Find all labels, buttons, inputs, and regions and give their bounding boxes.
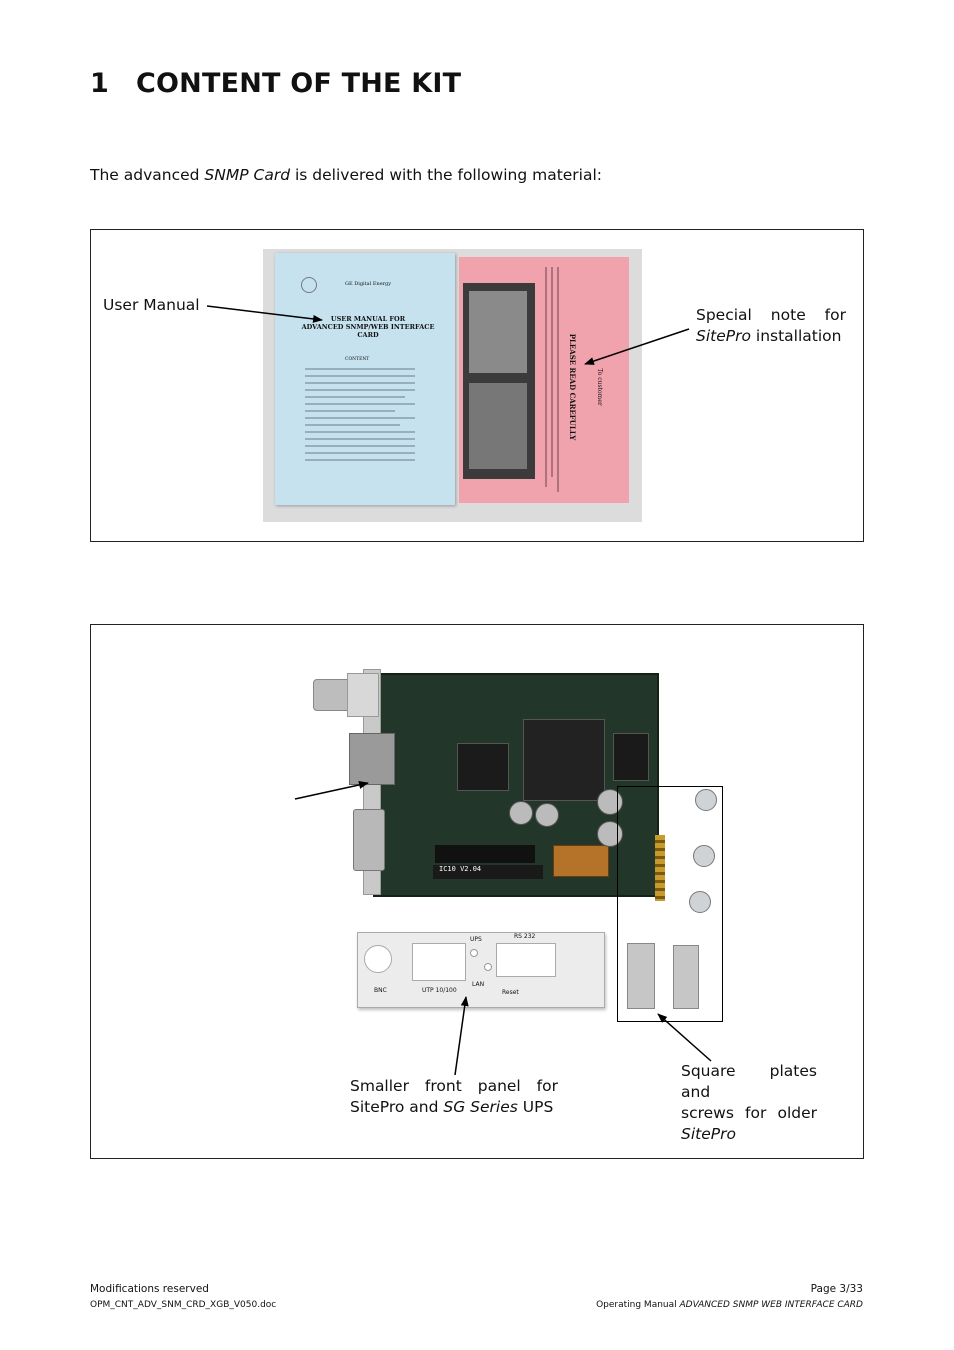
figure-1-arrows [206,305,690,365]
screw-3-icon [689,891,711,913]
label-special-note-rest: installation [750,327,842,345]
label-front-panel-line-1: Smaller front panel for [350,1077,558,1095]
panel-utp-hole [412,943,466,981]
controller-chip [457,743,509,791]
label-front-panel: Smaller front panel for SitePro and SG S… [350,1076,558,1118]
manual-toc-lines [305,368,415,461]
bnc-base [347,673,379,717]
footer-page-number: Page 3/33 [810,1283,863,1295]
label-plates-line-2: screws for older [681,1104,817,1122]
heading-number: 1 [90,68,109,99]
page-heading: 1 CONTENT OF THE KIT [90,68,461,99]
intro-text-b: is delivered with the following material… [290,166,603,184]
manual-title-line-3: CARD [357,331,379,339]
main-processor-chip [523,719,605,801]
rj45-connector [349,733,395,785]
footer-modifications: Modifications reserved [90,1283,209,1295]
dip-chip [433,865,543,879]
capacitor-2 [535,803,559,827]
panel-led-2 [484,963,492,971]
db9-connector [353,809,385,871]
figure-2-frame: IC10 V2.04 UPS RS 232 BNC UTP 10/100 LAN… [90,624,864,1159]
plates-screws-group [617,786,723,1022]
footer-right: Page 3/33 Operating Manual ADVANCED SNMP… [596,1283,863,1310]
screw-2-icon [693,845,715,867]
chip-label: IC10 V2.04 [439,865,482,873]
label-user-manual: User Manual [103,296,200,314]
manual-title-line-1: USER MANUAL FOR [330,315,406,323]
panel-label-rs232: RS 232 [514,933,536,940]
footer-manual-prefix: Operating Manual [596,1300,680,1310]
intro-paragraph: The advanced SNMP Card is delivered with… [90,166,602,184]
note-photo-bottom [469,383,527,469]
manual-brand: GE Digital Energy [345,281,392,287]
note-photo-dark [463,283,535,479]
arrow-special-note [584,328,690,365]
label-front-panel-line-2a: SitePro and [350,1098,444,1116]
heading-title: CONTENT OF THE KIT [136,68,462,99]
figure-2-arrows [294,781,712,1076]
socket-chip [435,845,535,863]
edge-connector [655,835,665,901]
manual-title: USER MANUAL FOR ADVANCED SNMP/WEB INTERF… [293,315,443,339]
snmp-card-photo: IC10 V2.04 [313,669,665,901]
panel-bnc-hole [364,945,392,973]
arrow-plates [657,1013,712,1062]
footer-left: Modifications reserved OPM_CNT_ADV_SNM_C… [90,1283,276,1310]
relay-component [553,845,609,877]
footer-manual-title: ADVANCED SNMP WEB INTERFACE CARD [679,1300,864,1310]
arrow-front-panel [454,996,469,1076]
panel-led-1 [470,949,478,957]
figure-1-frame: GE Digital Energy USER MANUAL FOR ADVANC… [90,229,864,542]
intro-text-a: The advanced [90,166,205,184]
capacitor-4 [597,821,623,847]
label-special-note: Special note for SitePro installation [696,305,846,347]
label-front-panel-line-2b: UPS [517,1098,554,1116]
label-front-panel-italic: SG Series [443,1098,518,1116]
panel-label-lan: LAN [472,981,485,988]
panel-label-utp: UTP 10/100 [422,987,457,994]
memory-chip [613,733,649,781]
special-note-sheet: PLEASE READ CAREFULLY To customer [459,257,629,503]
note-photo-top [469,291,527,373]
label-plates: Square plates and screws for older SiteP… [681,1061,817,1145]
label-plates-italic: SitePro [681,1125,736,1143]
square-plate-1 [627,943,655,1009]
note-text-lines [545,267,559,492]
label-special-note-line-1: Special note for [696,306,846,324]
user-manual-booklet: GE Digital Energy USER MANUAL FOR ADVANC… [275,253,455,505]
panel-rs232-hole [496,943,556,977]
manual-photo: GE Digital Energy USER MANUAL FOR ADVANC… [263,249,642,522]
intro-text-italic: SNMP Card [204,166,291,184]
square-plate-2 [673,945,699,1009]
ge-logo-icon [301,277,317,293]
arrow-user-manual [206,305,323,323]
panel-label-reset: Reset [502,989,519,996]
arrow-card-port [294,781,369,800]
capacitor-1 [509,801,533,825]
screw-1-icon [695,789,717,811]
panel-label-bnc: BNC [374,987,387,994]
label-special-note-italic: SitePro [696,327,751,345]
manual-contents-label: CONTENT [345,357,370,362]
front-panel-plate: UPS RS 232 BNC UTP 10/100 LAN Reset [357,932,605,1008]
label-plates-line-1: Square plates and [681,1062,817,1101]
manual-title-line-2: ADVANCED SNMP/WEB INTERFACE [301,323,435,331]
capacitor-3 [597,789,623,815]
footer-filename: OPM_CNT_ADV_SNM_CRD_XGB_V050.doc [90,1300,277,1310]
panel-label-ups: UPS [470,936,482,943]
